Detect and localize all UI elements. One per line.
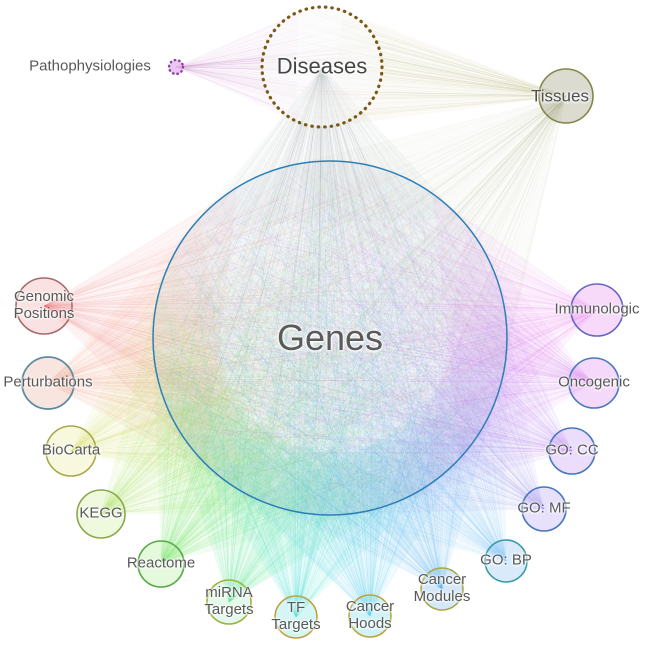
node-biocarta[interactable] [45,425,97,477]
node-reactome[interactable] [137,540,185,588]
edge-bundles [43,11,598,618]
node-tf-targets[interactable] [274,595,318,639]
node-diseases[interactable] [260,5,384,129]
node-mirna-targets[interactable] [206,579,252,625]
node-cancer-modules[interactable] [420,567,464,611]
node-tissues[interactable] [538,68,594,124]
node-go-bp[interactable] [484,539,528,583]
node-go-mf[interactable] [521,486,567,532]
node-pathophysiologies[interactable] [167,58,185,76]
node-immunologic[interactable] [570,283,624,337]
node-genomic-positions[interactable] [15,277,73,335]
node-genes[interactable] [152,160,508,516]
node-kegg[interactable] [76,489,126,539]
node-cancer-hoods[interactable] [348,594,392,638]
node-go-cc[interactable] [548,427,596,475]
node-perturbations[interactable] [21,356,75,410]
node-oncogenic[interactable] [568,357,620,409]
